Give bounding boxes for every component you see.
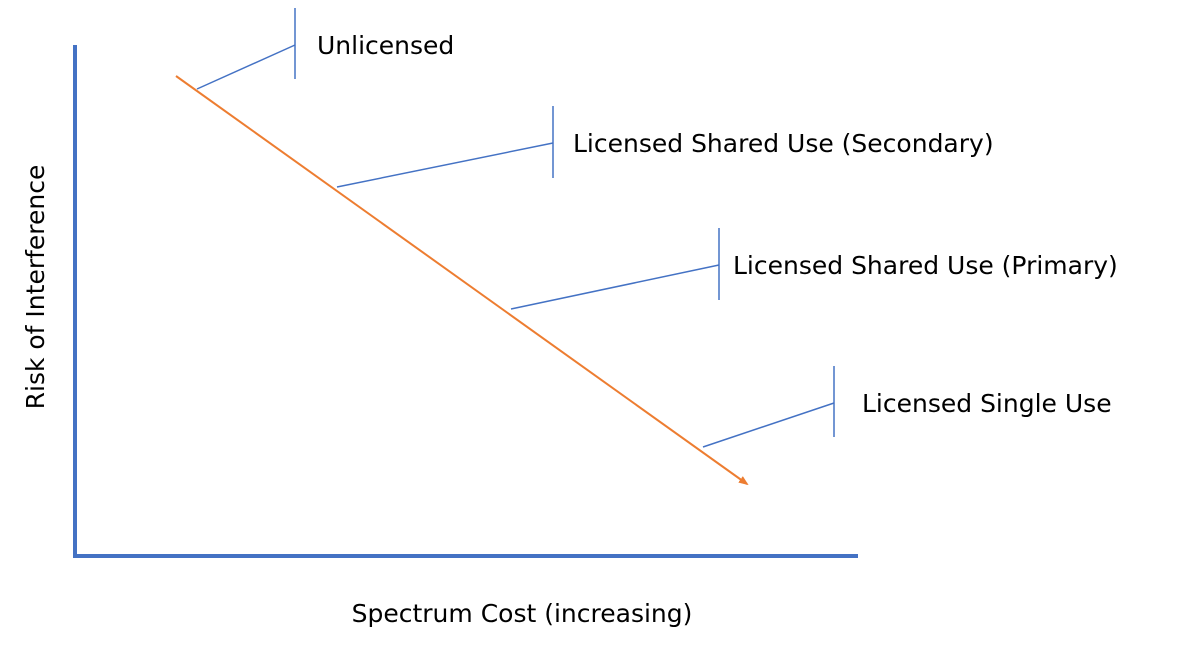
- callout-licensed-shared-primary: Licensed Shared Use (Primary): [510, 228, 1118, 310]
- callout-leader-line: [510, 264, 720, 310]
- callout-leader-line: [336, 142, 554, 188]
- callout-licensed-single: Licensed Single Use: [702, 366, 1112, 448]
- callout-unlicensed: Unlicensed: [196, 8, 454, 90]
- callout-licensed-shared-secondary: Licensed Shared Use (Secondary): [336, 106, 994, 188]
- y-axis-label: Risk of Interference: [21, 165, 50, 410]
- trend-arrow: [175, 75, 749, 486]
- callout-label: Licensed Single Use: [862, 389, 1112, 418]
- callout-leader-line: [702, 402, 835, 448]
- callout-leader-line: [196, 44, 296, 90]
- callout-label: Unlicensed: [317, 31, 454, 60]
- callout-label: Licensed Shared Use (Secondary): [573, 129, 994, 158]
- callout-label: Licensed Shared Use (Primary): [733, 251, 1118, 280]
- x-axis-label: Spectrum Cost (increasing): [352, 599, 693, 628]
